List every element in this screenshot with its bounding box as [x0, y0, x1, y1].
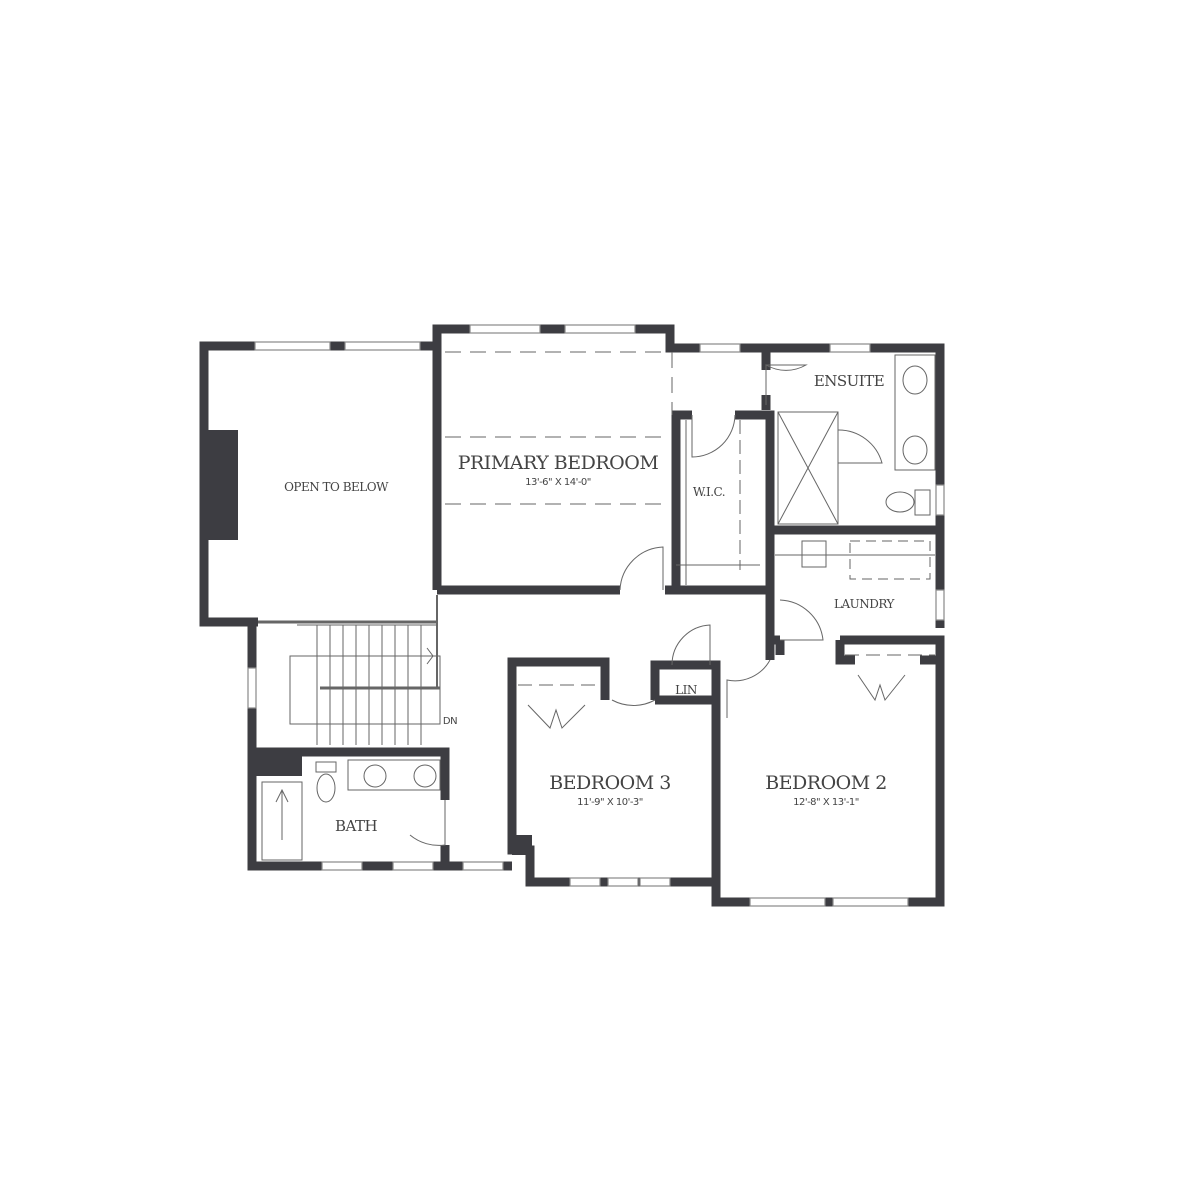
staircase — [258, 595, 441, 745]
windows — [247, 324, 945, 907]
room-label-wic: W.I.C. — [692, 485, 726, 499]
room-label-ensuite: ENSUITE — [813, 372, 885, 390]
room-label-lin: LIN — [675, 683, 697, 697]
bath-chase-block — [252, 752, 302, 776]
fixtures — [258, 351, 936, 861]
room-dims-bedroom-2: 12'-8" X 13'-1" — [793, 797, 859, 808]
room-dims-primary-bedroom: 13'-6" X 14'-0" — [525, 477, 591, 488]
walls — [199, 324, 945, 907]
bedroom3-chase-block — [512, 835, 532, 855]
room-label-bath: BATH — [334, 817, 378, 835]
room-label-bedroom-3: BEDROOM 3 — [549, 772, 671, 794]
stairs-down-label: DN — [442, 716, 458, 727]
room-label-primary-bedroom: PRIMARY BEDROOM — [457, 452, 659, 474]
room-label-laundry: LAUNDRY — [834, 597, 894, 611]
fireplace-block — [204, 430, 238, 540]
room-dims-bedroom-3: 11'-9" X 10'-3" — [577, 797, 643, 808]
room-label-open-to-below: OPEN TO BELOW — [284, 480, 388, 494]
room-label-bedroom-2: BEDROOM 2 — [765, 772, 887, 794]
